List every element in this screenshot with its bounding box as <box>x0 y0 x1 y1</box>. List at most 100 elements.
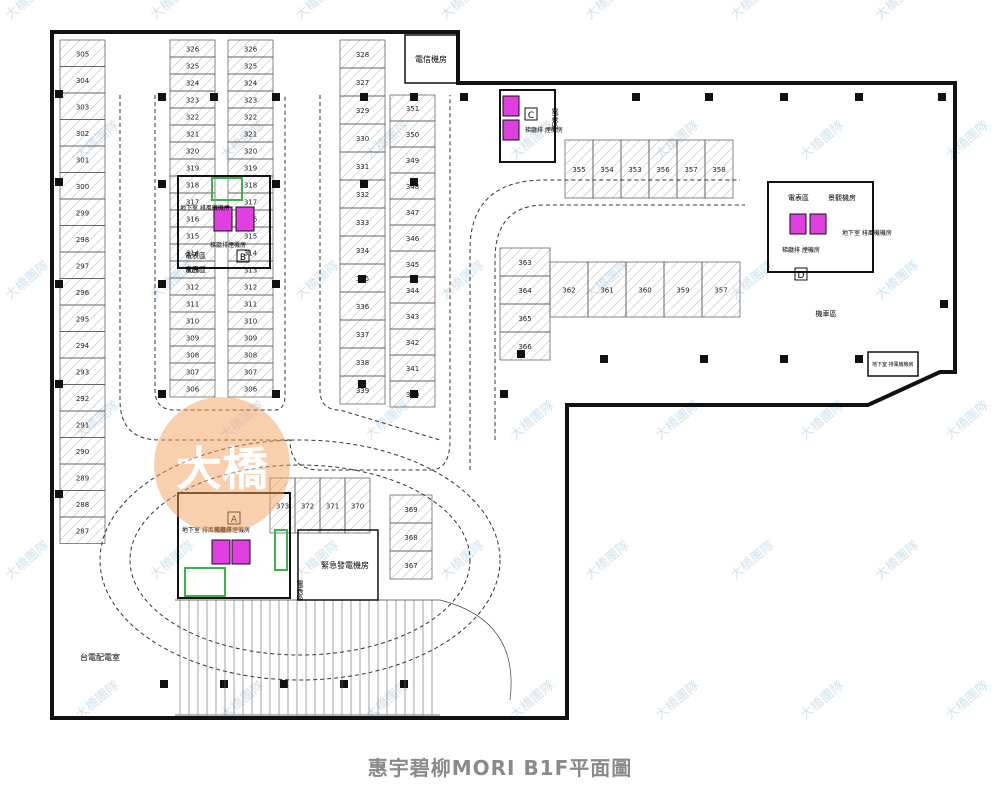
watermark-text: 大橋團隊 <box>942 677 992 723</box>
stall-number: 326 <box>244 46 258 54</box>
column-pillar <box>780 355 788 363</box>
stall-number: 289 <box>76 474 89 482</box>
stall-number: 347 <box>406 209 419 217</box>
stall-number: 362 <box>562 287 575 295</box>
stall-number: 338 <box>356 359 369 367</box>
column-pillar <box>272 390 280 398</box>
stall-number: 313 <box>186 267 199 275</box>
stair-b <box>211 177 243 201</box>
stall-number: 315 <box>244 233 257 241</box>
watermark-text: 大橋團隊 <box>437 537 487 583</box>
parking-stall <box>59 251 106 279</box>
pump-room-label: 景觀機房 <box>828 193 856 202</box>
stall-number: 366 <box>518 343 532 351</box>
stall-number: 337 <box>356 331 369 339</box>
column-pillar <box>517 350 525 358</box>
core-d-letter: D <box>798 271 805 281</box>
shelter-b-label: 地下室 排風機機房 <box>180 204 230 212</box>
stall-number: 361 <box>600 287 613 295</box>
column-pillar <box>705 93 713 101</box>
stall-number: 321 <box>244 131 257 139</box>
stall-number: 303 <box>76 103 89 111</box>
parking-stall <box>389 354 436 382</box>
watermark-text: 大橋團隊 <box>507 397 557 443</box>
stall-number: 295 <box>76 315 89 323</box>
stair-a <box>184 567 226 597</box>
parking-stall <box>59 278 106 306</box>
stall-number: 321 <box>186 131 199 139</box>
parking-stall <box>339 235 386 265</box>
parking-stall <box>625 261 665 318</box>
parking-stall <box>592 139 622 199</box>
stall-number: 313 <box>244 267 257 275</box>
column-pillar <box>55 178 63 186</box>
stall-number: 306 <box>244 386 258 394</box>
column-pillar <box>220 680 228 688</box>
core-d: D 電表區 景觀機房 梯廳排 煙機房 地下室 排風機機房 <box>767 181 892 281</box>
stall-number: 323 <box>244 97 257 105</box>
parking-stall <box>389 146 436 174</box>
parking-stall <box>59 331 106 359</box>
watermark-text: 大橋團隊 <box>652 677 702 723</box>
parking-stall <box>339 39 386 69</box>
stall-number: 310 <box>186 318 199 326</box>
stall-number: 324 <box>244 80 258 88</box>
column-pillar <box>855 355 863 363</box>
stall-number: 307 <box>244 369 257 377</box>
parking-stall <box>339 319 386 349</box>
watermark-text: 大橋團隊 <box>2 257 52 303</box>
column-pillar <box>280 680 288 688</box>
parking-stall <box>294 477 321 534</box>
column-pillar <box>600 355 608 363</box>
elevator-c1 <box>502 95 520 117</box>
stall-number: 348 <box>406 183 419 191</box>
outer-wall <box>50 30 957 720</box>
stall-number: 296 <box>76 289 90 297</box>
parking-stall <box>59 410 106 438</box>
core-c: C 梯廳排 煙機房 電表區 <box>499 89 563 163</box>
watermark-text: 大橋團隊 <box>797 117 847 163</box>
watermark-text: 大橋團隊 <box>942 397 992 443</box>
stall-number: 336 <box>356 303 370 311</box>
stall-number: 302 <box>76 130 89 138</box>
stall-number: 330 <box>356 135 369 143</box>
stall-number: 357 <box>714 287 727 295</box>
parking-stall <box>59 119 106 147</box>
column-pillar <box>360 93 368 101</box>
shelter-d-label: 地下室 排風機機房 <box>842 229 892 237</box>
parking-stall <box>339 151 386 181</box>
stall-number: 320 <box>186 148 199 156</box>
stall-number: 309 <box>244 335 257 343</box>
parking-stall <box>344 477 371 534</box>
watermark-text: 大橋團隊 <box>292 0 342 23</box>
stall-number: 358 <box>712 166 725 174</box>
watermark-text: 大橋團隊 <box>942 117 992 163</box>
exhaust-d-label: 梯廳排 煙機房 <box>782 246 820 254</box>
parking-column-b2: 328327329330331332333334335336337338339 <box>339 39 386 405</box>
shelter-zone-label: 地下室 排風機機房 <box>872 361 914 368</box>
column-pillar <box>500 390 508 398</box>
elevator-d1 <box>789 213 807 235</box>
watermark-text: 大橋團隊 <box>872 257 922 303</box>
parking-stall <box>499 275 551 305</box>
watermark-text: 大橋團隊 <box>797 677 847 723</box>
stall-number: 354 <box>600 166 614 174</box>
stall-number: 319 <box>186 165 199 173</box>
column-pillar <box>358 275 366 283</box>
stair-a2 <box>274 529 288 571</box>
watermark-text: 大橋團隊 <box>872 537 922 583</box>
parking-stall <box>389 550 433 580</box>
column-pillar <box>210 93 218 101</box>
core-b: B 地下室 排風機機房 梯廳排煙機房 電表區 電表區 <box>177 175 271 274</box>
parking-stall <box>339 347 386 377</box>
elevator-b2 <box>235 206 255 232</box>
elevator-b1 <box>213 206 233 232</box>
core-b-letter: B <box>240 253 246 263</box>
meter-zone-c-label: 電表區 <box>551 108 559 129</box>
parking-stall <box>59 357 106 385</box>
parking-stall <box>587 261 627 318</box>
parking-stall <box>319 477 346 534</box>
